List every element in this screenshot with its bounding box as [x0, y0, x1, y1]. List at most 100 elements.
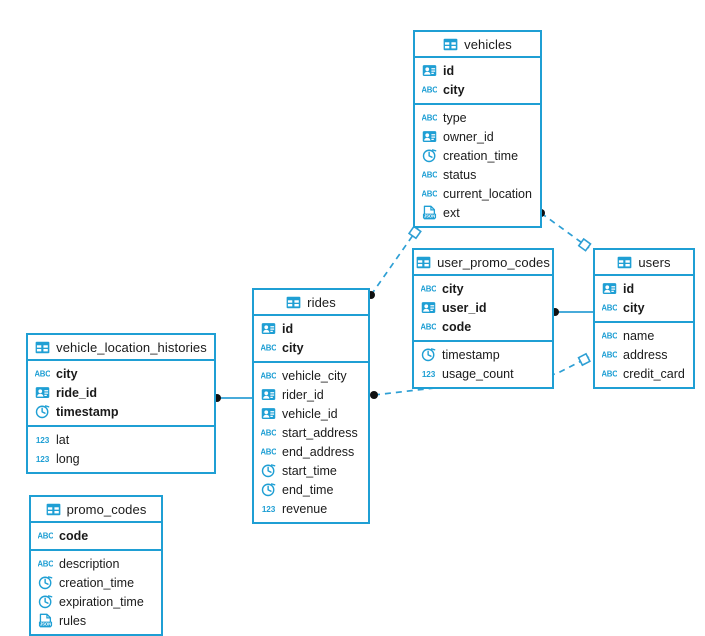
field-row[interactable]: timestamp [28, 402, 214, 421]
field-label: owner_id [443, 129, 494, 144]
number-icon: 123 [36, 436, 50, 445]
field-row[interactable]: ABC city [595, 298, 693, 317]
entity-header-vehicles[interactable]: vehicles [415, 32, 540, 58]
cardinality-one-dot-icon [370, 391, 378, 399]
svg-text:JSON: JSON [424, 214, 435, 219]
field-label: address [623, 347, 668, 362]
field-label: city [282, 340, 304, 355]
entity-title: vehicle_location_histories [56, 339, 207, 355]
field-row[interactable]: end_time [254, 480, 368, 499]
field-row[interactable]: creation_time [31, 573, 161, 592]
svg-text:ABC: ABC [261, 429, 276, 438]
entity-title: vehicles [464, 36, 512, 52]
field-row[interactable]: id [254, 319, 368, 338]
field-row[interactable]: id [415, 61, 540, 80]
svg-text:ABC: ABC [261, 448, 276, 457]
field-row[interactable]: owner_id [415, 127, 540, 146]
field-label: usage_count [442, 366, 514, 381]
entity-title: user_promo_codes [437, 254, 550, 270]
svg-text:123: 123 [36, 436, 50, 445]
field-label: type [443, 110, 467, 125]
json-icon: JSON [38, 613, 53, 628]
field-label: id [443, 63, 455, 78]
field-label: long [56, 451, 80, 466]
svg-text:ABC: ABC [421, 285, 436, 294]
svg-text:ABC: ABC [602, 332, 617, 341]
entity-header-rides[interactable]: rides [254, 290, 368, 316]
field-row[interactable]: id [595, 279, 693, 298]
field-label: city [623, 300, 645, 315]
field-row[interactable]: ABC city [415, 80, 540, 99]
field-row[interactable]: ABC address [595, 345, 693, 364]
svg-text:ABC: ABC [38, 560, 53, 569]
table-icon [46, 503, 60, 515]
svg-text:ABC: ABC [602, 304, 617, 313]
field-row[interactable]: start_time [254, 461, 368, 480]
key-person-icon [35, 387, 50, 398]
key-person-icon [261, 408, 276, 419]
field-label: name [623, 328, 655, 343]
clock-icon [261, 483, 276, 497]
svg-text:ABC: ABC [602, 351, 617, 360]
field-row[interactable]: timestamp [414, 345, 552, 364]
entity-header-users[interactable]: users [595, 250, 693, 276]
field-row[interactable]: ride_id [28, 383, 214, 402]
entity-header-user_promo_codes[interactable]: user_promo_codes [414, 250, 552, 276]
key-person-icon [422, 65, 437, 76]
key-person-icon [421, 302, 436, 313]
field-label: city [443, 82, 465, 97]
field-label: status [443, 167, 477, 182]
entity-header-vehicle_location_histories[interactable]: vehicle_location_histories [28, 335, 214, 361]
abc-icon: ABC [422, 86, 437, 95]
abc-icon: ABC [422, 171, 437, 180]
entity-header-promo_codes[interactable]: promo_codes [31, 497, 161, 523]
field-label: vehicle_id [282, 406, 338, 421]
field-row[interactable]: rider_id [254, 385, 368, 404]
relationship-rides-to-vehicle-location-histories[interactable] [213, 394, 252, 402]
relationship-vehicles-to-users[interactable] [537, 209, 592, 252]
field-row[interactable]: ABC name [595, 326, 693, 345]
abc-icon: ABC [602, 370, 617, 379]
abc-icon: ABC [602, 304, 617, 313]
svg-text:ABC: ABC [35, 370, 50, 379]
field-row[interactable]: creation_time [415, 146, 540, 165]
key-person-icon [602, 283, 617, 294]
relationship-users-to-user-promo-codes[interactable] [551, 308, 593, 316]
field-row[interactable]: user_id [414, 298, 552, 317]
field-row[interactable]: vehicle_id [254, 404, 368, 423]
field-label: creation_time [59, 575, 135, 590]
field-label: vehicle_city [282, 368, 347, 383]
field-row[interactable]: expiration_time [31, 592, 161, 611]
field-row[interactable]: ABC status [415, 165, 540, 184]
clock-icon [38, 576, 53, 590]
field-label: id [623, 281, 635, 296]
